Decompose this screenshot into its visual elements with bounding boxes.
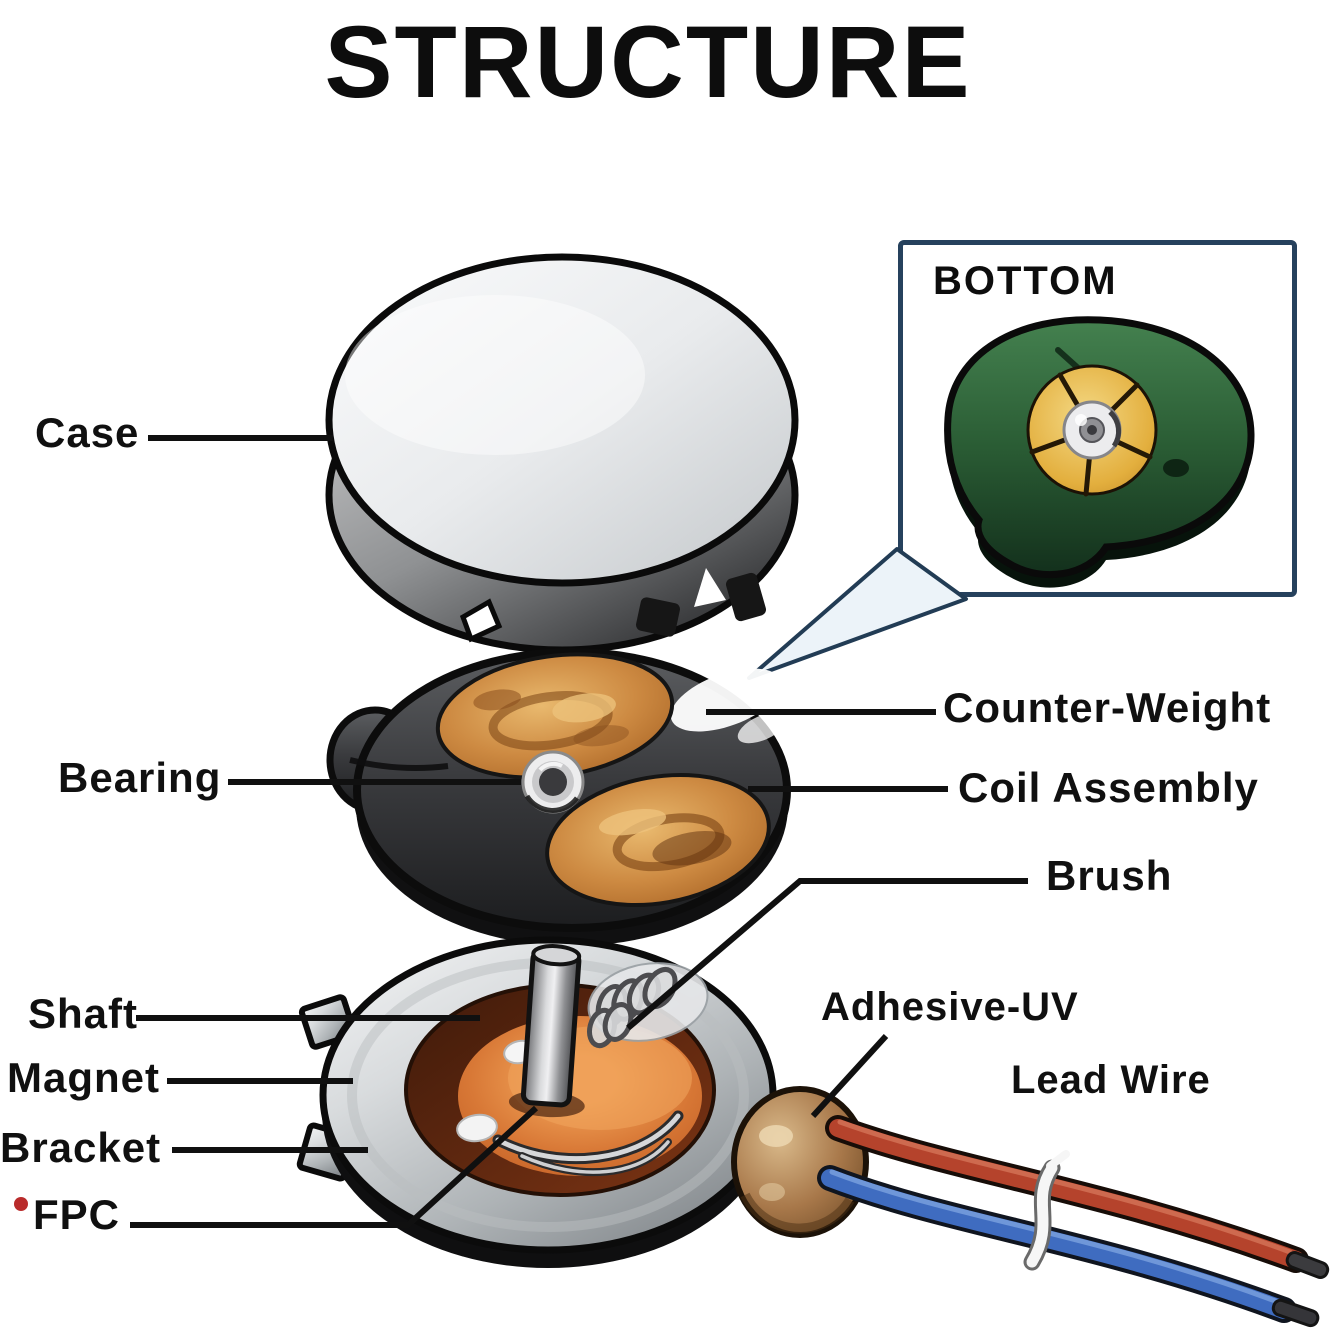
case-top-highlight	[345, 295, 645, 455]
label-lead-wire: Lead Wire	[1011, 1058, 1211, 1102]
case-rim-notch	[459, 598, 503, 643]
solder-pad	[456, 1113, 498, 1143]
commutator-wires	[492, 1110, 684, 1177]
leader-lines	[130, 435, 1028, 1228]
coil-lower	[545, 772, 771, 908]
inset-pointer	[747, 547, 968, 680]
case-rim-notch	[694, 568, 726, 607]
fpc-marker-dot	[14, 1197, 28, 1211]
bottom-shaft-hub	[1062, 400, 1122, 460]
wire-tip	[1271, 1298, 1320, 1328]
leader-fpc	[130, 1105, 539, 1228]
label-coil-assembly: Coil Assembly	[958, 764, 1259, 811]
bearing-ring	[521, 750, 585, 814]
wire-tip	[1285, 1251, 1330, 1279]
rotor-illustration	[326, 648, 791, 946]
counterweight-highlight	[670, 668, 782, 732]
bottom-view-illustration	[944, 316, 1255, 588]
page-title: STRUCTURE	[324, 5, 972, 119]
pcb-mark	[1055, 347, 1081, 371]
adhesive-highlight	[759, 1125, 793, 1147]
label-bearing: Bearing	[58, 754, 222, 801]
label-counter-weight: Counter-Weight	[943, 684, 1272, 731]
case-foot-tab	[636, 597, 680, 637]
label-shaft: Shaft	[28, 990, 138, 1037]
coil-upper	[435, 652, 675, 780]
cable-tie	[1023, 1150, 1070, 1271]
counterweight-highlight	[737, 712, 787, 744]
shaft-pin	[508, 944, 585, 1118]
label-brush: Brush	[1046, 852, 1173, 899]
label-adhesive-uv: Adhesive-UV	[821, 985, 1079, 1029]
pcb-mark	[1163, 459, 1189, 477]
case-top-face	[325, 253, 799, 587]
label-case: Case	[35, 409, 140, 456]
leader-brush	[626, 878, 1028, 1031]
label-fpc: FPC	[14, 1191, 120, 1238]
blue-lead-wire	[817, 1165, 1297, 1323]
adhesive-shading	[740, 1192, 855, 1234]
adhesive-highlight	[759, 1183, 785, 1201]
label-magnet: Magnet	[7, 1054, 160, 1101]
leader-adhesive-uv	[810, 1033, 889, 1119]
rotor-crease	[349, 757, 449, 771]
case-foot-tab	[725, 572, 767, 622]
bottom-view-title: BOTTOM	[933, 259, 1118, 303]
label-fpc-text: FPC	[33, 1191, 120, 1238]
bracket-illustration	[296, 936, 777, 1268]
brush-springs	[587, 967, 678, 1049]
label-bracket: Bracket	[0, 1124, 162, 1171]
case-illustration	[325, 253, 799, 654]
lead-wire-illustration	[731, 1086, 1330, 1328]
